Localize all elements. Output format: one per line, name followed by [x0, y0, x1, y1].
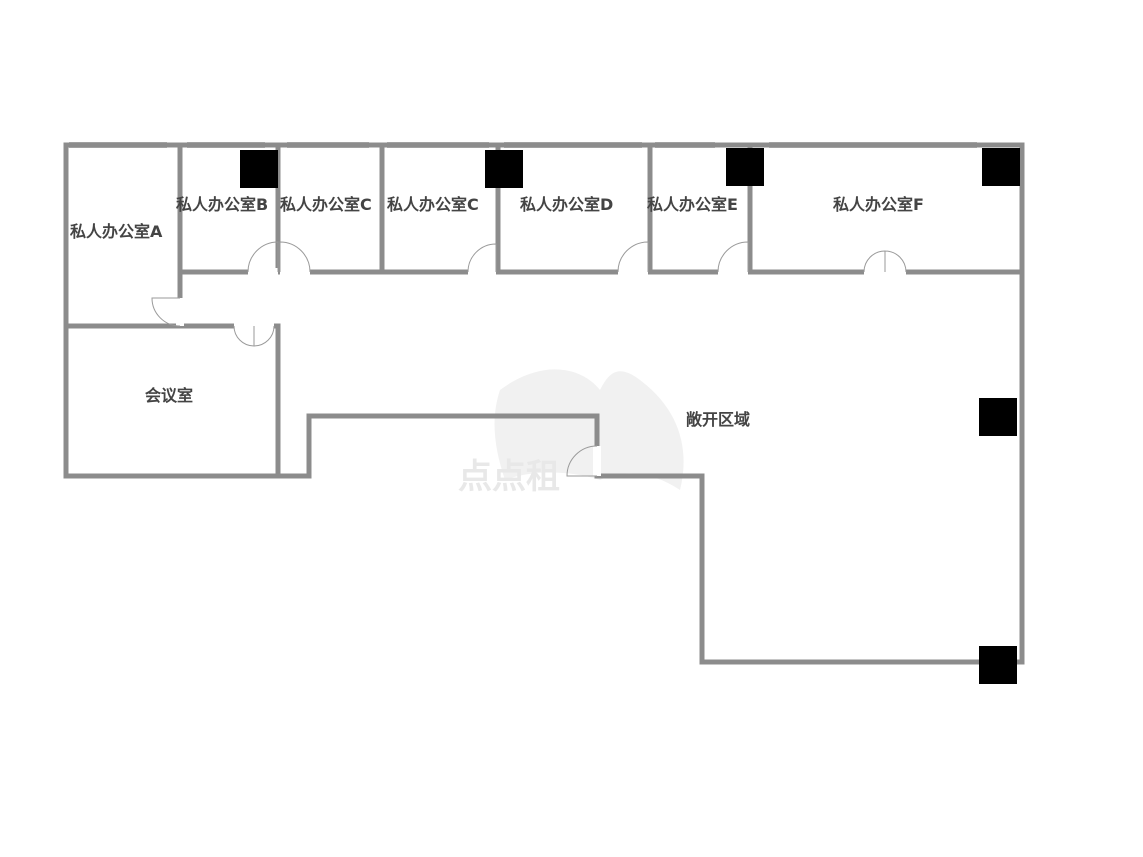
- room-label-d: 私人办公室D: [520, 195, 613, 214]
- room-label-f: 私人办公室F: [833, 195, 924, 214]
- pillar: [726, 148, 764, 186]
- room-label-a: 私人办公室A: [70, 222, 163, 241]
- room-label-c1: 私人办公室C: [280, 195, 372, 214]
- doors: [151, 241, 907, 477]
- room-labels: 私人办公室A 私人办公室B 私人办公室C 私人办公室C 私人办公室D 私人办公室…: [70, 195, 924, 429]
- pillar: [485, 150, 523, 188]
- pillar: [979, 398, 1017, 436]
- room-label-c2: 私人办公室C: [387, 195, 479, 214]
- pillar: [240, 150, 278, 188]
- pillar: [979, 646, 1017, 684]
- room-label-b: 私人办公室B: [176, 195, 268, 214]
- pillars: [240, 148, 1020, 684]
- watermark: 点点租: [458, 369, 684, 497]
- room-label-e: 私人办公室E: [647, 195, 738, 214]
- watermark-logo-icon: [494, 369, 684, 490]
- pillar: [982, 148, 1020, 186]
- room-label-meeting: 会议室: [145, 386, 193, 405]
- room-label-open-area: 敞开区域: [686, 410, 750, 429]
- watermark-text: 点点租: [458, 457, 560, 497]
